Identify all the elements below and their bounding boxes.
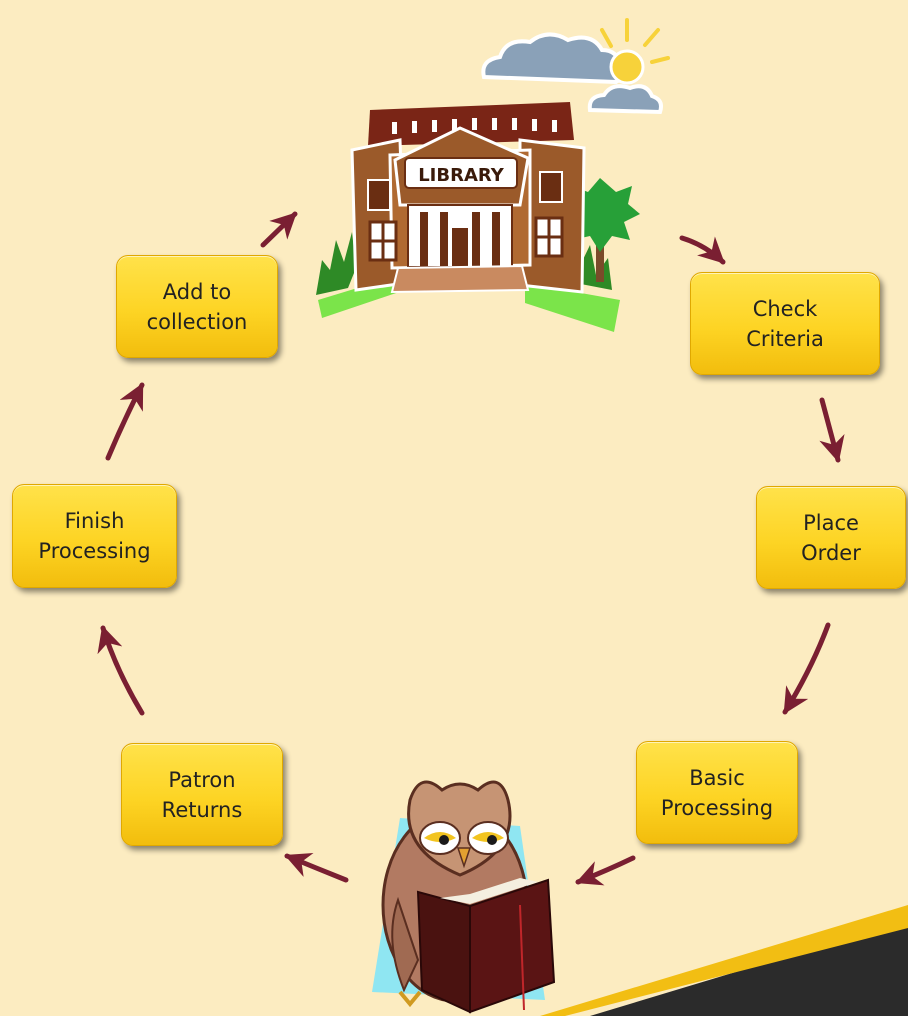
arrow-finish-to-add — [105, 382, 145, 461]
arrow-basic-to-owl — [575, 855, 636, 886]
cloud-sun-icon — [481, 18, 670, 115]
arrow-owl-to-patron — [284, 852, 349, 883]
step-finish-processing: Finish Processing — [12, 484, 177, 588]
step-patron-returns: Patron Returns — [121, 743, 283, 846]
arrow-library-to-check — [679, 235, 726, 265]
step-add-to-collection: Add to collection — [116, 255, 278, 358]
arrow-place-to-basic — [782, 622, 831, 715]
arrow-add-to-library — [260, 211, 298, 248]
step-basic-processing: Basic Processing — [636, 741, 798, 844]
library-sign-text: LIBRARY — [418, 165, 505, 186]
step-place-order: Place Order — [756, 486, 906, 589]
arrow-check-to-place — [819, 397, 845, 463]
corner-stripe-gold — [540, 905, 908, 1016]
step-check-criteria: Check Criteria — [690, 272, 880, 375]
arrow-patron-to-finish — [97, 625, 145, 716]
library-sign — [404, 157, 518, 189]
